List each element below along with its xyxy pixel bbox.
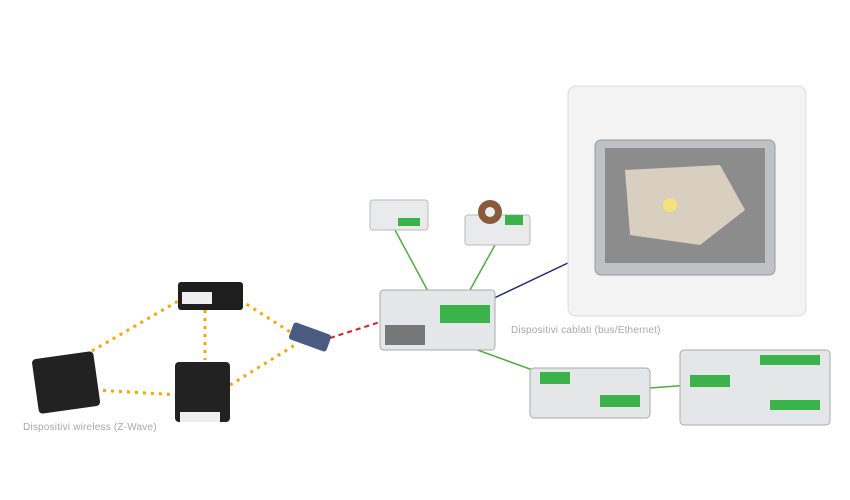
current-sensor-module bbox=[464, 200, 531, 246]
sensor-module-1 bbox=[369, 199, 429, 231]
usb-zwave-stick bbox=[288, 322, 332, 352]
wired-devices-label: Dispositivi cablati (bus/Ethernet) bbox=[511, 325, 661, 336]
touch-panel bbox=[567, 85, 807, 317]
ethernet-link bbox=[489, 261, 571, 301]
zwave-links bbox=[84, 298, 296, 397]
wireless-devices-label: Dispositivi wireless (Z-Wave) bbox=[23, 422, 157, 433]
zwave-module-2 bbox=[32, 351, 101, 414]
usb-link bbox=[329, 321, 381, 339]
zwave-relay-1 bbox=[178, 282, 243, 310]
io-module-2 bbox=[679, 349, 831, 426]
io-module-1 bbox=[529, 367, 651, 419]
zwave-module-3 bbox=[175, 362, 230, 422]
main-controller bbox=[379, 289, 496, 351]
